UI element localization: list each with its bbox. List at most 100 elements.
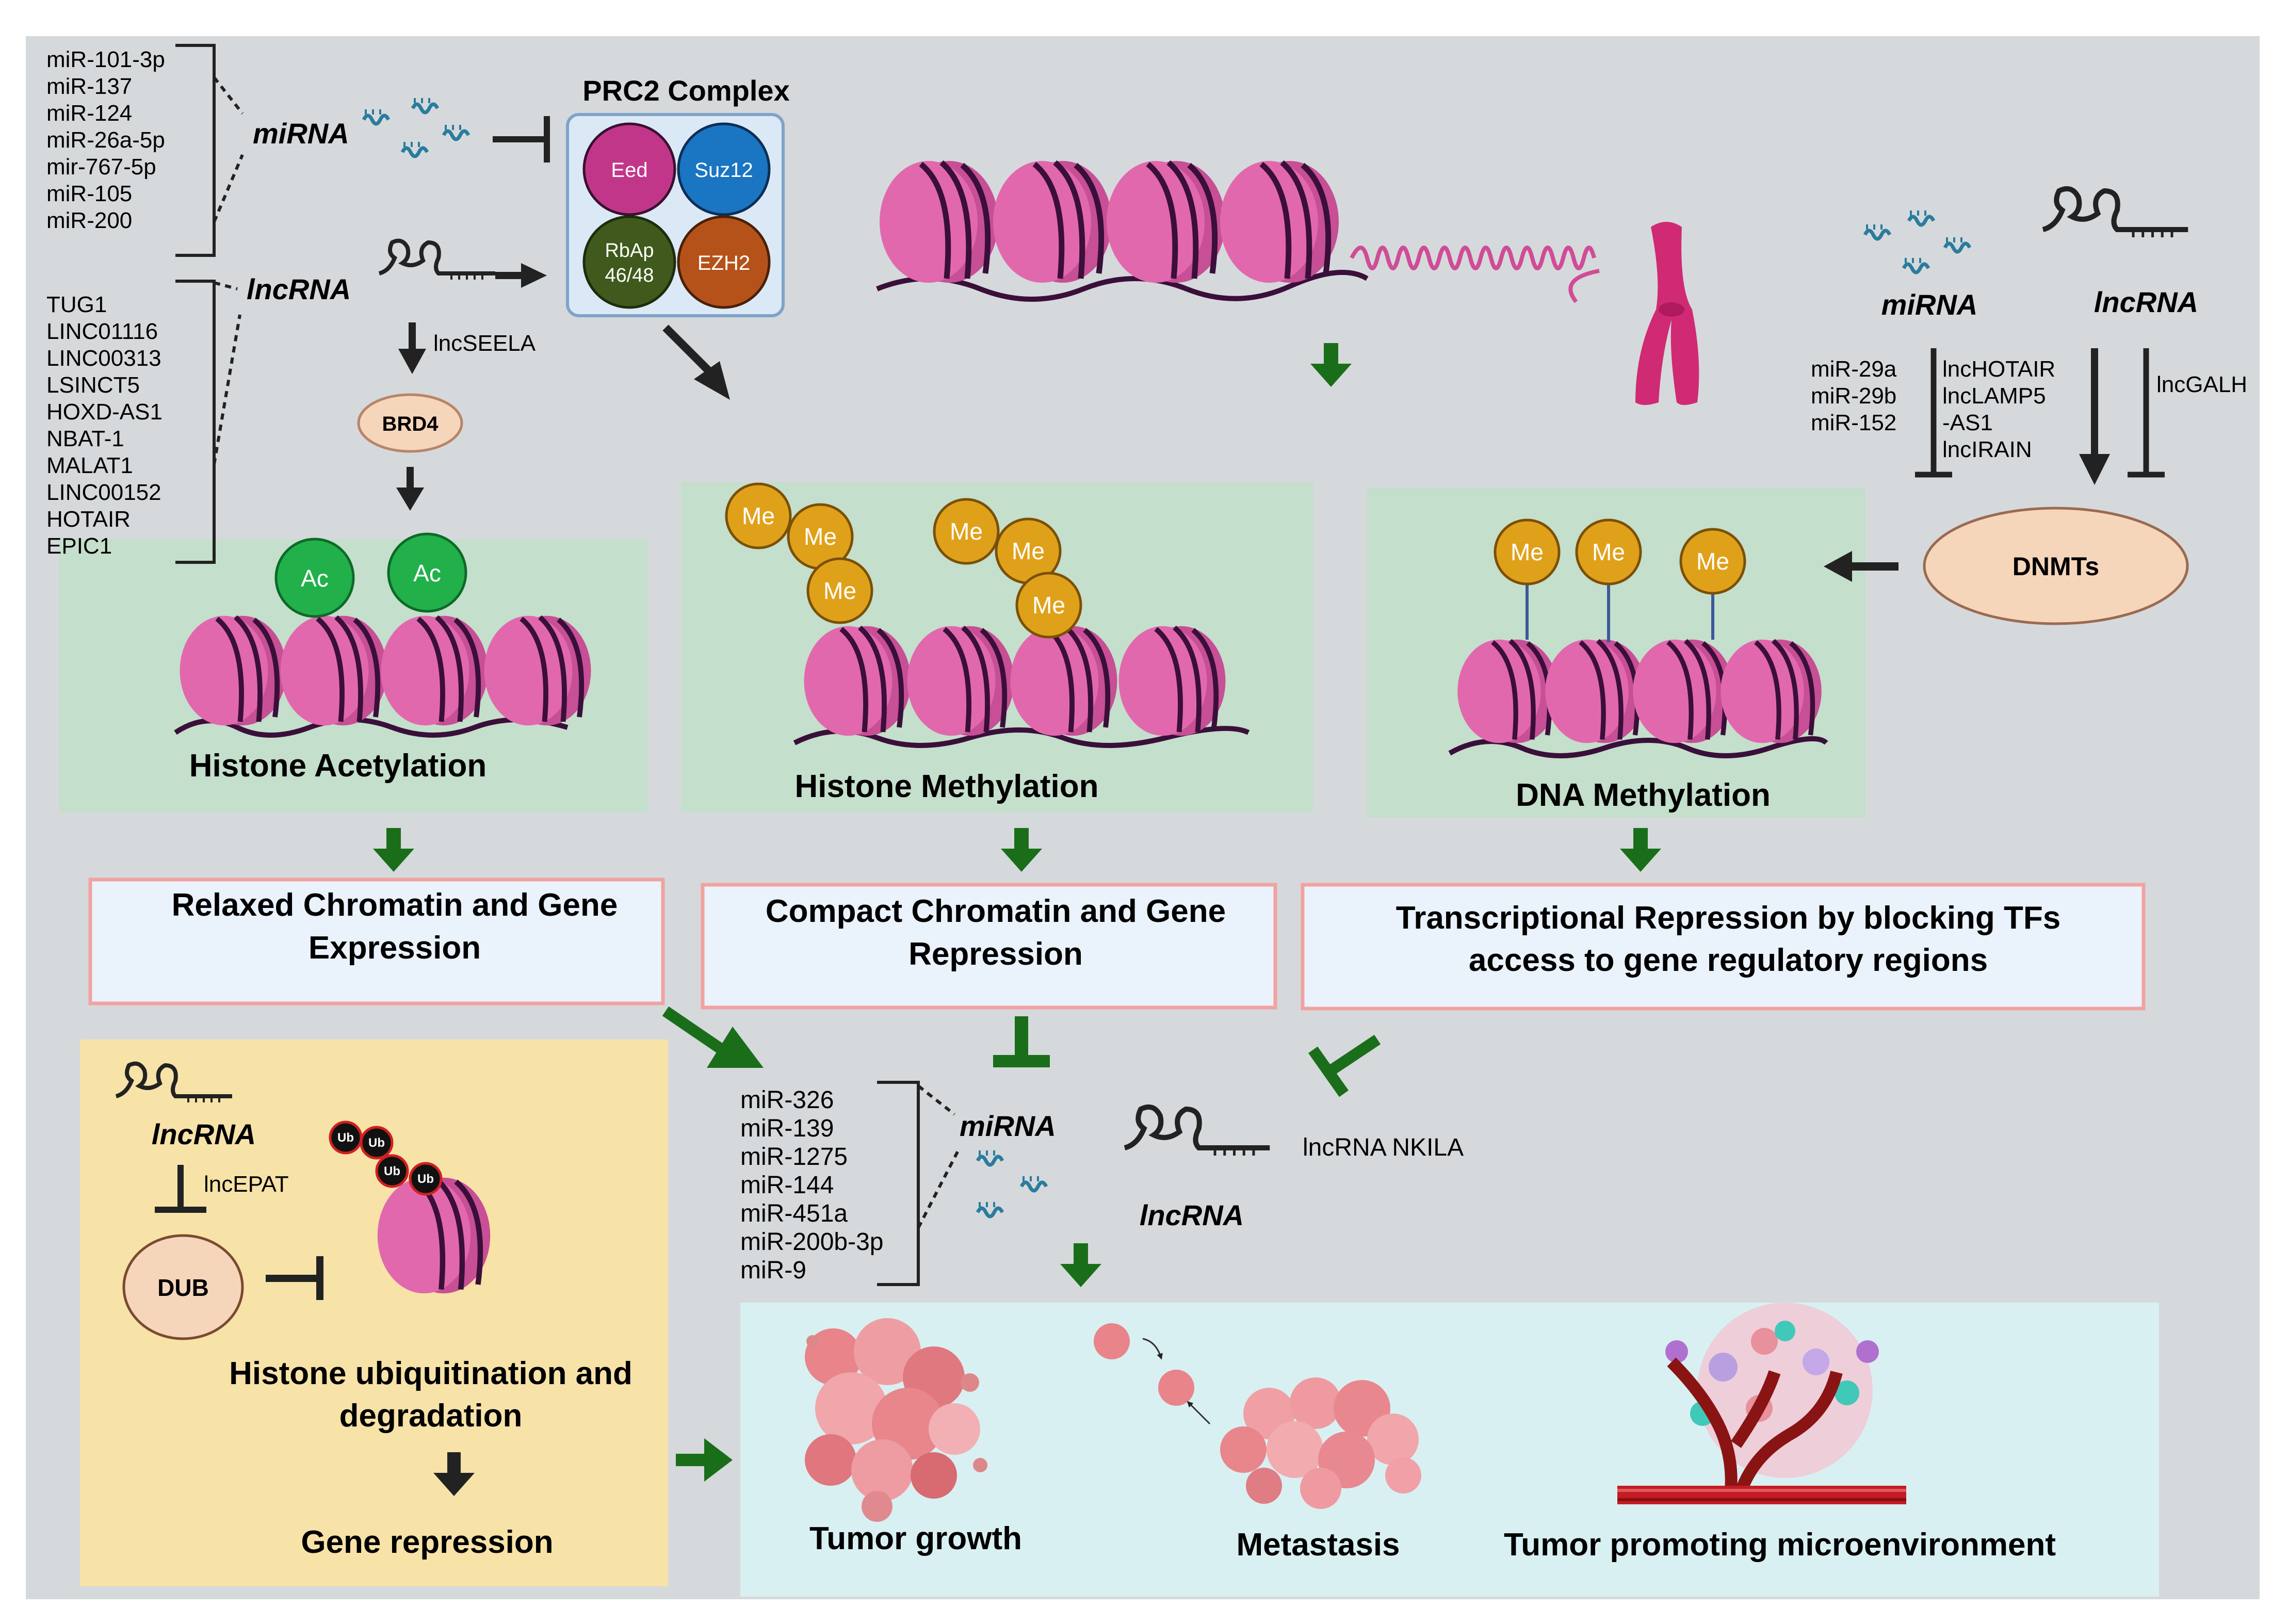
left-lncrna-item: HOXD-AS1 <box>46 399 163 425</box>
me-label: Me <box>823 577 856 604</box>
dna-me-stalks <box>1526 583 1714 642</box>
left-mirna-item: miR-101-3p <box>46 47 165 72</box>
left-lncrna-bracket <box>175 280 216 564</box>
dnmt-lncrna-item: -AS1 <box>1942 410 1993 435</box>
ezh2-label: EZH2 <box>697 252 750 274</box>
lncrna-to-prc2-arrow-icon <box>495 263 547 288</box>
left-mirna-dotted-line <box>213 76 244 223</box>
left-lncrna-dotted-line <box>213 281 241 465</box>
bottom-mirna-item: miR-144 <box>740 1172 834 1199</box>
lncepat-label: lncEPAT <box>204 1172 289 1197</box>
left-mirna-bracket <box>175 44 216 257</box>
bottom-mirna-item: miR-9 <box>740 1257 806 1284</box>
lncepat-inhibit-icon <box>155 1165 206 1213</box>
me-label: Me <box>1696 548 1729 575</box>
ub-label: Ub <box>384 1164 400 1178</box>
top-chromatin-nucleosomes-icon <box>876 161 1600 303</box>
left-mirna-item: mir-767-5p <box>46 154 156 180</box>
chromosome-icon <box>1635 222 1699 405</box>
dnmt-mirna-list: miR-29a miR-29b miR-152 <box>1811 356 1897 435</box>
dnmt-mirna-item: miR-152 <box>1811 410 1896 435</box>
left-lncrna-item: HOTAIR <box>46 507 131 532</box>
suz12-subunit <box>677 122 771 216</box>
left-lncrna-item: MALAT1 <box>46 453 133 478</box>
bottom-mirna-item: miR-200b-3p <box>740 1228 883 1256</box>
metastasis-icon <box>1094 1323 1421 1509</box>
left-lncrna-list: TUG1 LINC01116 LINC00313 LSINCT5 HOXD-AS… <box>46 292 163 559</box>
transcriptional-inhibit-icon <box>1308 1034 1381 1097</box>
me-label: Me <box>950 518 983 545</box>
ubiquitination-to-tumor-arrow-icon <box>676 1438 733 1482</box>
dna-me-mark-3 <box>1679 528 1746 595</box>
dnmt-lncrna-activate-arrow-icon <box>2079 348 2110 485</box>
ub-label: Ub <box>417 1172 434 1186</box>
dnmt-lncrna-item: lncIRAIN <box>1942 437 2032 462</box>
lncseela-label: lncSEELA <box>433 331 536 356</box>
eed-label: Eed <box>611 159 647 182</box>
bottom-mirna-item: miR-1275 <box>740 1143 848 1171</box>
bottom-mirna-item: miR-451a <box>740 1200 848 1227</box>
bottom-mirna-label: miRNA <box>960 1110 1056 1142</box>
rbap-label: RbAp <box>605 240 654 262</box>
lncgalh-label: lncGALH <box>2156 372 2247 397</box>
ac-mark-1 <box>274 538 355 618</box>
dnmt-lncrna-label: lncRNA <box>2094 286 2198 318</box>
ub-label: Ub <box>368 1136 385 1150</box>
dnmt-mirna-item: miR-29b <box>1811 383 1896 409</box>
bottom-mirna-bracket <box>877 1081 920 1286</box>
ubiquitination-down-arrow-icon <box>433 1452 475 1496</box>
relaxed-chromatin-box <box>88 878 665 1005</box>
left-lncrna-item: LINC01116 <box>46 319 158 344</box>
dna-me-mark-1 <box>1494 518 1561 586</box>
dnmts-to-dna-methylation-arrow-icon <box>1824 551 1898 582</box>
left-mirna-item: miR-26a-5p <box>46 127 165 153</box>
brd4-node <box>357 393 463 453</box>
tumor-growth-label: Tumor growth <box>809 1521 1022 1556</box>
tumor-microenvironment-label: Tumor promoting microenvironment <box>1504 1527 2056 1563</box>
dnmt-mirna-item: miR-29a <box>1811 356 1897 382</box>
bottom-mirna-list: miR-326 miR-139 miR-1275 miR-144 miR-451… <box>740 1086 883 1284</box>
dub-label: DUB <box>157 1274 209 1301</box>
me-label: Me <box>1032 592 1065 619</box>
brd4-to-acetylation-arrow-icon <box>396 467 424 511</box>
me-label: Me <box>1511 539 1544 565</box>
gene-repression-label: Gene repression <box>301 1524 553 1560</box>
metastasis-label: Metastasis <box>1236 1527 1400 1563</box>
ac-mark-label-1: Ac <box>301 565 329 592</box>
relaxed-to-tumor-arrow-icon <box>662 1006 764 1068</box>
acetylation-title: Histone Acetylation <box>189 748 486 784</box>
left-mirna-item: miR-137 <box>46 74 132 99</box>
eed-subunit <box>582 122 676 216</box>
left-lncrna-item: LINC00152 <box>46 480 161 505</box>
ac-mark-2 <box>387 532 467 613</box>
dna-me-mark-2 <box>1575 518 1642 586</box>
histone-me-cluster-2 <box>933 498 1082 639</box>
methylation-nucleosomes-icon <box>793 626 1250 748</box>
me-label: Me <box>1012 538 1045 564</box>
left-lncrna-item: NBAT-1 <box>46 426 124 451</box>
tumor-panel <box>740 1303 2159 1597</box>
tumor-microenvironment-icon <box>1617 1303 1906 1504</box>
me-label: Me <box>742 502 775 529</box>
brd4-label: BRD4 <box>382 413 439 435</box>
left-lncrna-item: TUG1 <box>46 292 107 317</box>
left-mirna-item: miR-105 <box>46 181 132 206</box>
relaxed-chromatin-line-2: Expression <box>309 930 481 966</box>
ub-chain-icon <box>329 1120 443 1196</box>
left-mirna-item: miR-200 <box>46 208 132 233</box>
dnmt-mirna-label: miRNA <box>1881 288 1978 321</box>
dna-methylation-title: DNA Methylation <box>1516 777 1771 813</box>
bottom-mirna-item: miR-326 <box>740 1086 834 1114</box>
dnmt-lncrna-item: lncLAMP5 <box>1942 383 2046 409</box>
dnmts-label: DNMTs <box>2013 552 2100 581</box>
lncgalh-inhibit-icon <box>2128 348 2165 478</box>
dub-node <box>122 1234 244 1340</box>
compact-chromatin-box <box>701 883 1277 1010</box>
dnmt-lncrna-item: lncHOTAIR <box>1942 356 2055 382</box>
dnmt-mirna-inhibit-icon <box>1915 348 1952 478</box>
tumor-growth-icon <box>805 1318 987 1522</box>
left-lncrna-label: lncRNA <box>247 273 351 305</box>
lncrna-nkila-label: lncRNA NKILA <box>1303 1134 1464 1161</box>
acetylation-nucleosomes-icon <box>174 616 591 738</box>
